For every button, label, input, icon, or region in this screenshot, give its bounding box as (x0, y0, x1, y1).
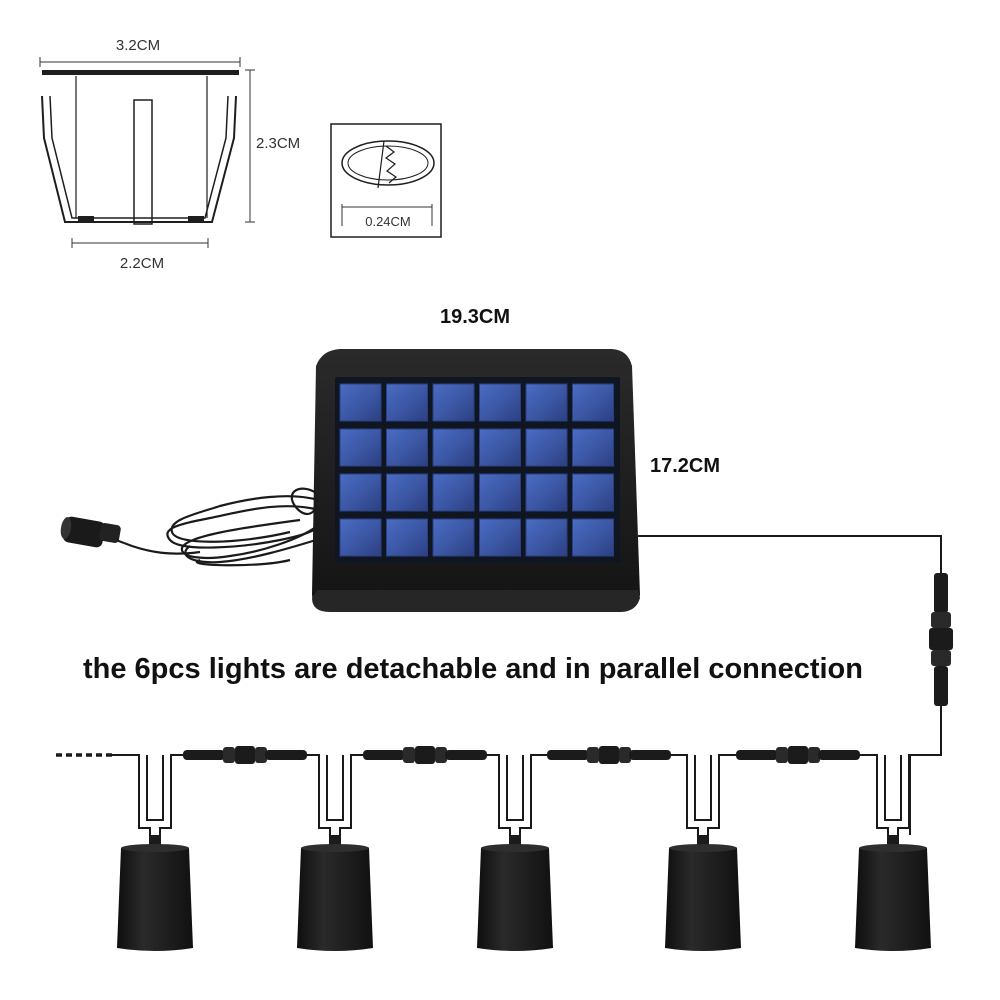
panel-output-wire (638, 535, 953, 835)
light-drop-wire (681, 754, 725, 845)
inline-connector (725, 746, 871, 764)
solar-cell (432, 428, 475, 467)
light-unit (297, 754, 373, 951)
solar-cell (525, 428, 568, 467)
thread-ellipse (341, 140, 435, 186)
solar-cell (479, 518, 521, 557)
solar-cell (479, 383, 521, 422)
screw-thread-detail: 0.24CM (330, 123, 442, 238)
solar-cell (572, 383, 614, 422)
main-connector-top (934, 573, 948, 613)
solar-cell (386, 473, 428, 512)
solar-cell (339, 518, 382, 557)
solar-cell (525, 518, 568, 557)
solar-cell (386, 518, 428, 557)
lamp-center-post (133, 99, 153, 225)
solar-cell (386, 428, 428, 467)
panel-height-label: 17.2CM (650, 455, 720, 477)
light-unit (665, 754, 741, 951)
light-chain (56, 746, 941, 951)
inline-connector (357, 746, 493, 764)
top-width-label: 3.2CM (116, 37, 160, 54)
bottom-width-label: 2.2CM (120, 255, 164, 272)
panel-width-label: 19.3CM (440, 306, 510, 328)
solar-cell (479, 428, 521, 467)
light-drop-wire (313, 754, 357, 845)
thread-zigzag (384, 145, 397, 184)
light-unit (477, 754, 553, 951)
light-body (477, 848, 553, 951)
light-drop-wire (871, 754, 915, 845)
solar-cell (572, 428, 614, 467)
inline-connector (177, 746, 313, 764)
light-body (855, 848, 931, 951)
solar-cells (339, 383, 614, 557)
height-label: 2.3CM (256, 135, 300, 152)
solar-cell (432, 473, 475, 512)
light-body (665, 848, 741, 951)
connection-caption: the 6pcs lights are detachable and in pa… (83, 653, 863, 685)
light-body (117, 848, 193, 951)
dc-plug (60, 516, 121, 548)
inline-connector (537, 746, 681, 764)
solar-cell (339, 383, 382, 422)
solar-cell (525, 383, 568, 422)
light-unit (117, 754, 193, 951)
solar-cell (479, 473, 521, 512)
solar-cell (572, 473, 614, 512)
thread-width-label: 0.24CM (365, 214, 411, 229)
main-connector-bottom (934, 666, 948, 706)
solar-cell (525, 473, 568, 512)
lamp-outer-wall (41, 95, 237, 223)
panel-cell-area (335, 377, 620, 563)
solar-cell (339, 428, 382, 467)
light-drop-wire (133, 754, 177, 845)
lamp-top-flange (42, 70, 239, 75)
coiled-cable (115, 487, 321, 567)
solar-cell (432, 518, 475, 557)
solar-cell (432, 383, 475, 422)
light-unit (855, 754, 931, 951)
light-body (297, 848, 373, 951)
solar-cell (339, 473, 382, 512)
thread-marker (377, 140, 385, 189)
thread-detail-frame (330, 123, 442, 238)
solar-panel (312, 349, 640, 612)
light-drop-wire (493, 754, 537, 845)
solar-cell (386, 383, 428, 422)
solar-cell (572, 518, 614, 557)
lamp-dimension-drawing: 3.2CM 2.3CM 2.2CM (39, 37, 300, 272)
